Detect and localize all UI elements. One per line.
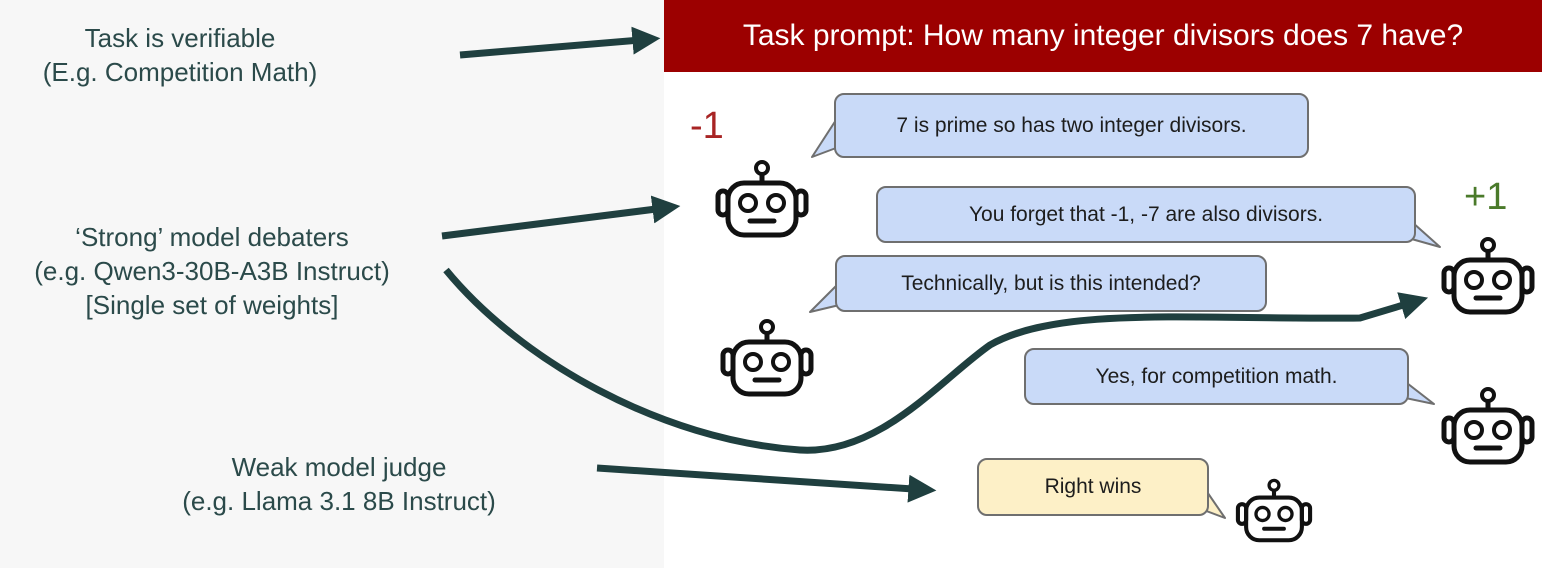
debaters-label-line: [Single set of weights] — [85, 290, 339, 320]
right-debater-bubble: Yes, for competition math. — [1024, 348, 1409, 405]
robot-icon — [723, 321, 811, 394]
debaters-label-line: ‘Strong’ model debaters — [75, 222, 349, 252]
left-debater-bubble: 7 is prime so has two integer divisors. — [834, 93, 1309, 158]
left-score: -1 — [690, 105, 724, 147]
arrow-to-right-debater — [443, 267, 1429, 454]
task-label-line: Task is verifiable — [84, 23, 276, 53]
task-label: Task is verifiable (E.g. Competition Mat… — [40, 21, 320, 89]
right-score: +1 — [1464, 176, 1508, 218]
debaters-label: ‘Strong’ model debaters (e.g. Qwen3-30B-… — [0, 220, 424, 322]
judge-label-line: (e.g. Llama 3.1 8B Instruct) — [182, 486, 496, 516]
left-debater-bubble: Technically, but is this intended? — [835, 255, 1267, 312]
robot-icon — [718, 162, 806, 235]
arrow-to-prompt — [459, 26, 661, 59]
task-prompt-banner: Task prompt: How many integer divisors d… — [664, 0, 1542, 72]
right-debater-bubble: You forget that -1, -7 are also divisors… — [876, 186, 1416, 243]
judge-verdict-bubble: Right wins — [977, 458, 1209, 516]
arrow-to-left-debater — [441, 195, 681, 240]
judge-label: Weak model judge (e.g. Llama 3.1 8B Inst… — [164, 450, 514, 518]
robot-icon — [1444, 389, 1532, 462]
judge-label-line: Weak model judge — [231, 452, 447, 482]
debaters-label-line: (e.g. Qwen3-30B-A3B Instruct) — [34, 256, 390, 286]
robot-icon — [1444, 239, 1532, 312]
task-label-line: (E.g. Competition Math) — [42, 57, 318, 87]
robot-icon — [1238, 480, 1310, 540]
arrow-to-judge — [596, 464, 937, 503]
